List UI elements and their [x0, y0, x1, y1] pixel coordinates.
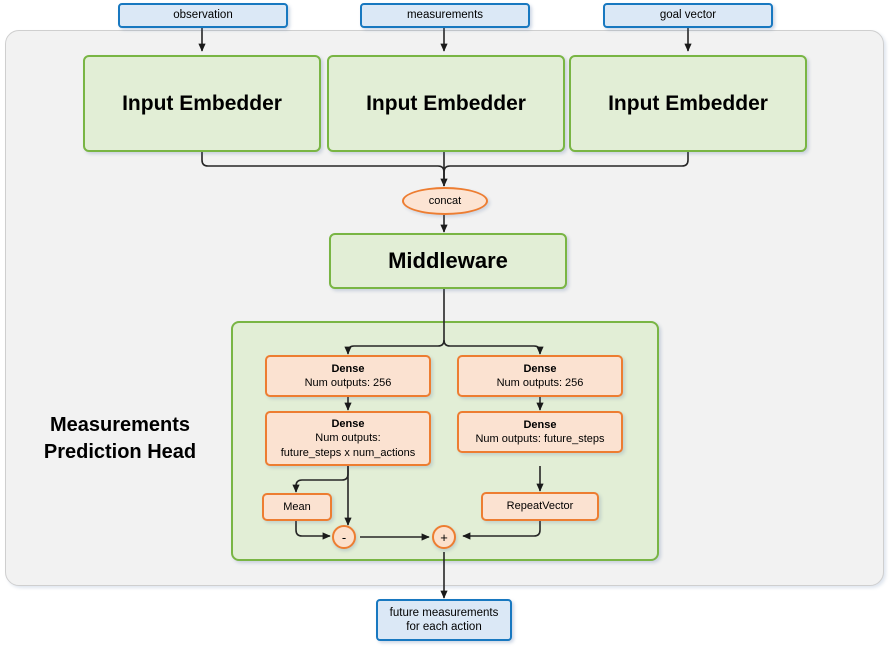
input-embedder-1[interactable]: Input Embedder — [83, 55, 321, 152]
input-measurements[interactable]: measurements — [360, 3, 530, 28]
repeat-vector-label: RepeatVector — [506, 500, 574, 513]
left-dense-256-title: Dense — [331, 362, 365, 375]
subtract-op-node[interactable]: - — [332, 525, 356, 549]
left-dense-future-steps-num-actions[interactable]: Dense Num outputs: future_steps x num_ac… — [265, 411, 431, 466]
input-measurements-label: measurements — [406, 9, 484, 22]
input-goal-vector-label: goal vector — [659, 9, 717, 22]
input-observation-label: observation — [173, 9, 233, 22]
mean-node[interactable]: Mean — [262, 493, 332, 521]
right-dense-future-steps[interactable]: Dense Num outputs: future_steps — [457, 411, 623, 453]
right-dense2-title: Dense — [523, 418, 557, 431]
right-dense-256[interactable]: Dense Num outputs: 256 — [457, 355, 623, 397]
left-dense2-outputs-value: future_steps x num_actions — [280, 446, 416, 459]
mean-label: Mean — [283, 500, 311, 513]
input-embedder-3[interactable]: Input Embedder — [569, 55, 807, 152]
output-line2: for each action — [406, 621, 482, 633]
input-goal-vector[interactable]: goal vector — [603, 3, 773, 28]
input-observation[interactable]: observation — [118, 3, 288, 28]
input-embedder-1-label: Input Embedder — [122, 91, 282, 115]
input-embedder-3-label: Input Embedder — [608, 91, 768, 115]
left-dense-256-outputs: Num outputs: 256 — [304, 377, 392, 389]
right-dense-256-outputs: Num outputs: 256 — [496, 377, 584, 389]
middleware-label: Middleware — [388, 248, 508, 273]
right-dense2-outputs: Num outputs: future_steps — [475, 433, 605, 445]
head-label-line2: Prediction Head — [43, 441, 197, 463]
input-embedder-2[interactable]: Input Embedder — [327, 55, 565, 152]
concat-label: concat — [428, 195, 462, 207]
output-line1: future measurements — [389, 606, 499, 619]
right-dense-256-title: Dense — [523, 362, 557, 375]
input-embedder-2-label: Input Embedder — [366, 91, 526, 115]
measurements-prediction-head-label: Measurements Prediction Head — [20, 412, 220, 466]
subtract-op-label: - — [341, 529, 347, 545]
head-label-line1: Measurements — [49, 414, 191, 436]
repeat-vector-node[interactable]: RepeatVector — [481, 492, 599, 521]
left-dense2-outputs-label: Num outputs: — [315, 432, 381, 445]
left-dense-256[interactable]: Dense Num outputs: 256 — [265, 355, 431, 397]
left-dense2-title: Dense — [331, 418, 365, 431]
output-future-measurements[interactable]: future measurements for each action — [376, 599, 512, 641]
middleware-node[interactable]: Middleware — [329, 233, 567, 289]
add-op-node[interactable]: + — [432, 525, 456, 549]
concat-node[interactable]: concat — [402, 187, 488, 215]
add-op-label: + — [440, 529, 448, 545]
